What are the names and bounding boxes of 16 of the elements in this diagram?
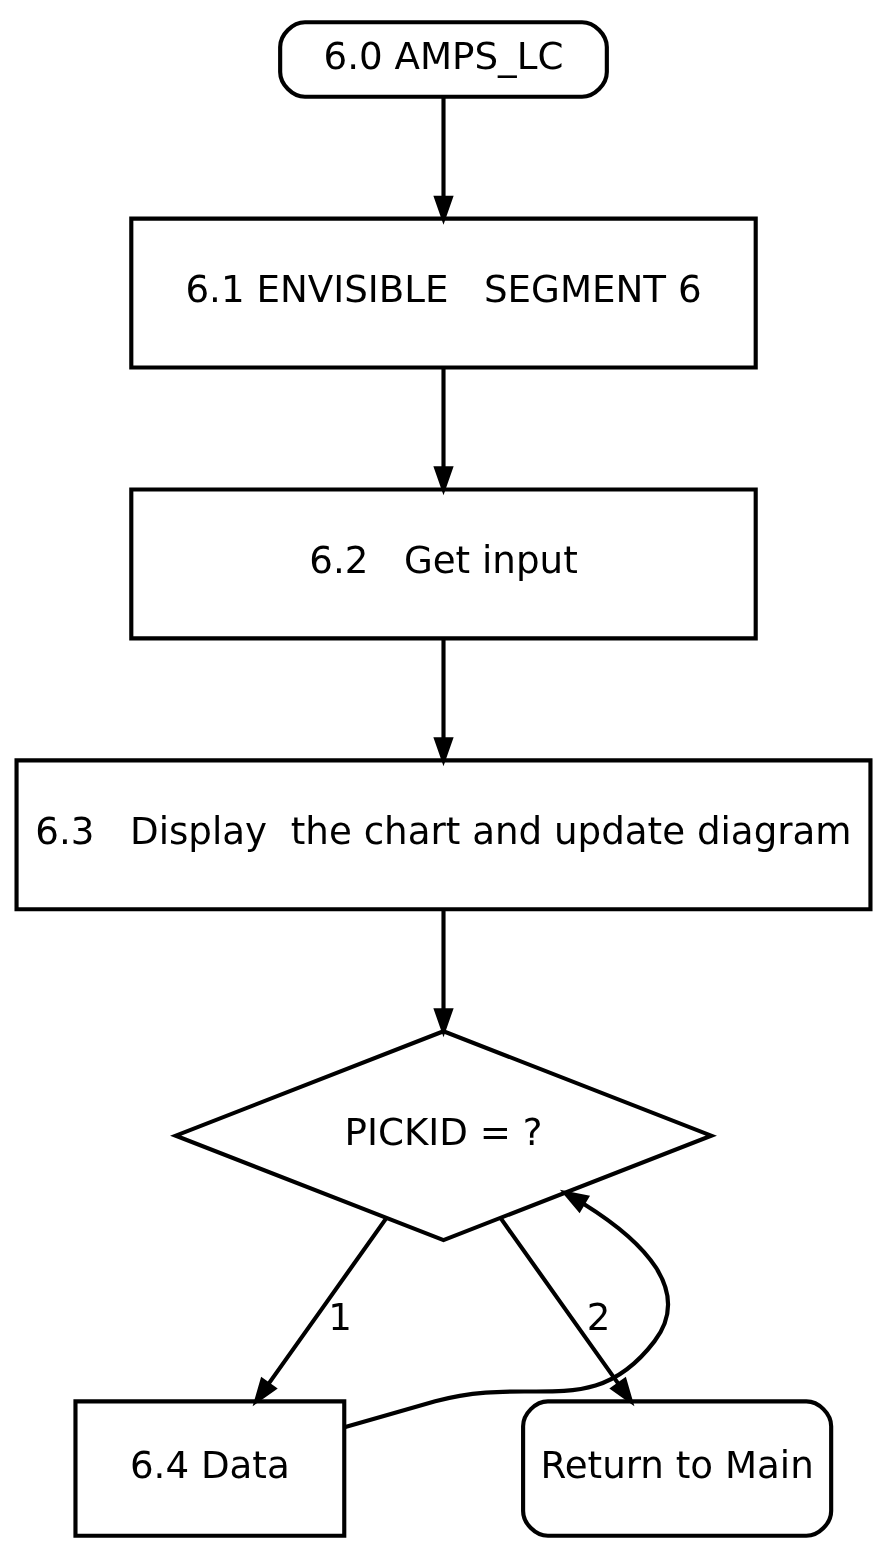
node-box: 6.4 Data xyxy=(73,1398,347,1538)
node-box: Return to Main xyxy=(521,1398,834,1538)
arrow xyxy=(252,1216,389,1406)
edge-label: 1 xyxy=(328,1294,352,1339)
arrow xyxy=(433,96,454,225)
node-box: 6.3 Display the chart and update diagram xyxy=(14,757,873,911)
arrow xyxy=(433,908,454,1037)
node-box: 6.2 Get input xyxy=(129,486,758,640)
arrow xyxy=(498,1216,635,1406)
node-box: 6.0 AMPS_LC xyxy=(278,19,609,99)
arrow xyxy=(433,367,454,495)
node-box: 6.1 ENVISIBLE SEGMENT 6 xyxy=(129,216,758,370)
edge-label: 2 xyxy=(586,1294,611,1339)
node-diamond: PICKID = ? xyxy=(170,1028,717,1242)
arrow xyxy=(343,1189,670,1429)
arrow xyxy=(433,638,454,766)
